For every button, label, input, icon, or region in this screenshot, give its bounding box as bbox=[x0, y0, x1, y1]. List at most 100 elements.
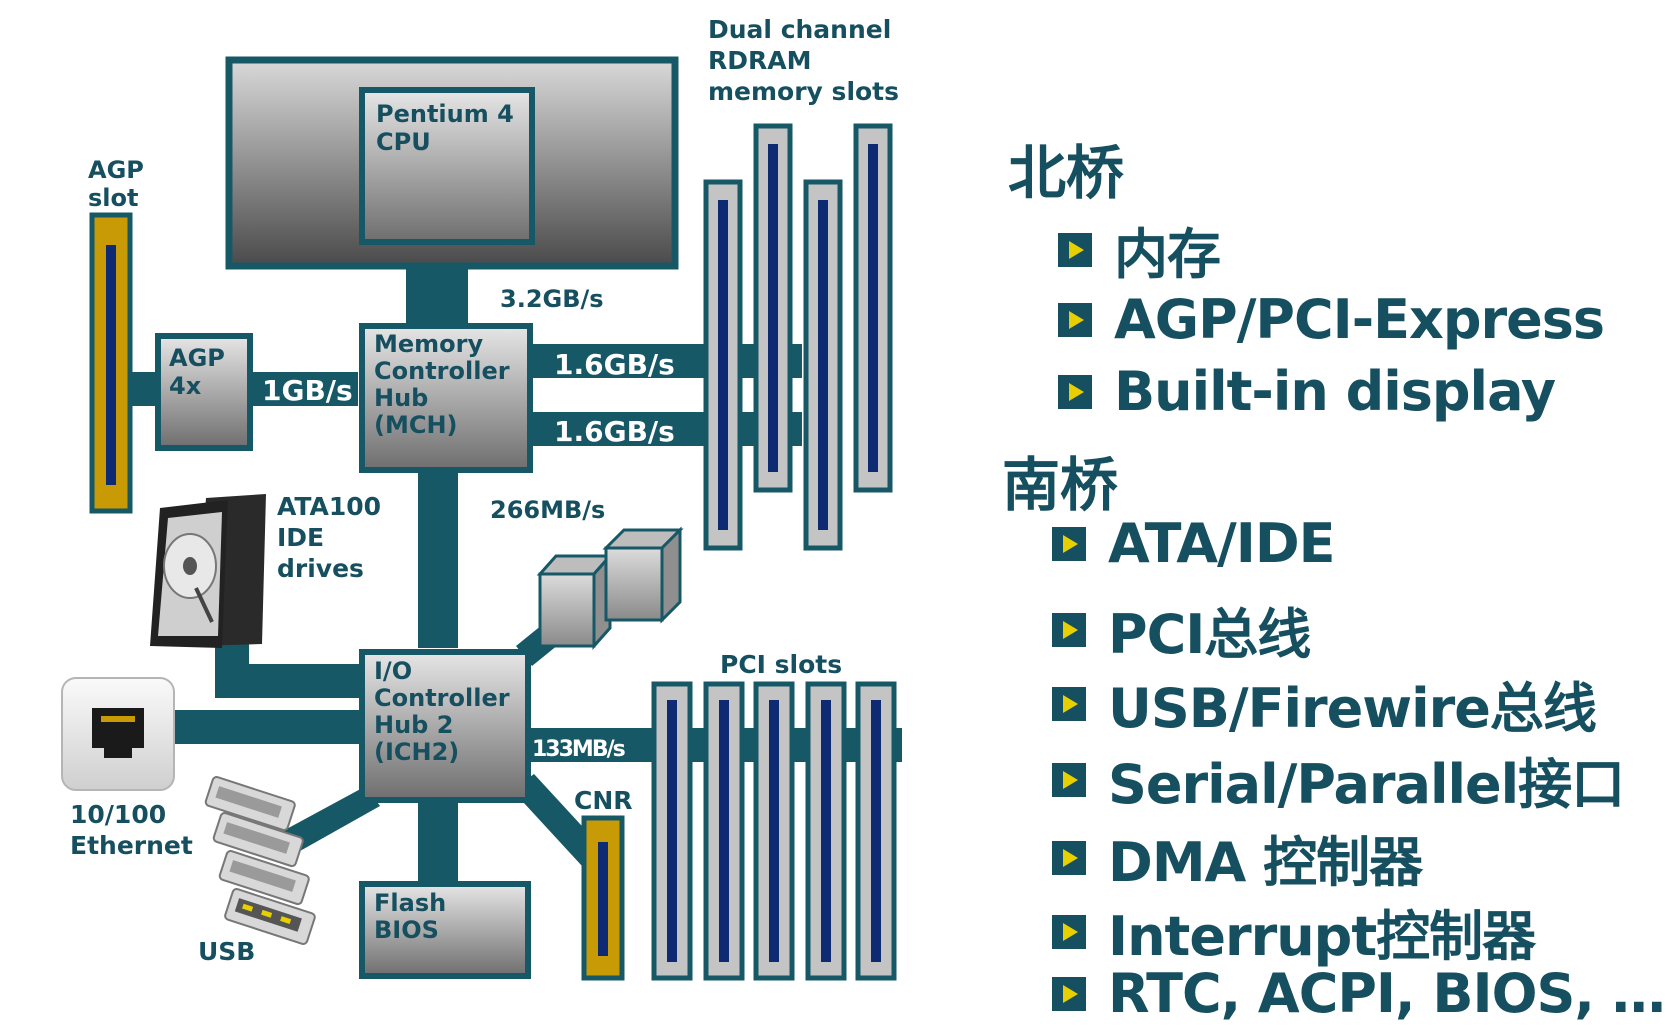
south-bridge-item: ATA/IDE bbox=[1052, 512, 1336, 575]
agp-bandwidth-label: 1GB/s bbox=[262, 374, 353, 407]
memory-slots bbox=[703, 123, 893, 551]
north-bridge-item: 内存 bbox=[1058, 210, 1221, 289]
ide-bus-h bbox=[215, 664, 363, 698]
agp-chip-label: AGP 4x bbox=[169, 344, 233, 400]
south-bridge-heading: 南桥 bbox=[1002, 438, 1118, 522]
pci-slot bbox=[753, 681, 795, 981]
south-bridge-item-text: USB/Firewire总线 bbox=[1108, 677, 1597, 740]
south-bridge-item: RTC, ACPI, BIOS, … bbox=[1052, 962, 1666, 1025]
pci-slots-label: PCI slots bbox=[720, 650, 842, 679]
ich2-label-line: Hub 2 bbox=[374, 711, 453, 739]
agp-slot-label-line: AGP bbox=[88, 156, 144, 184]
cpu-bandwidth-label: 3.2GB/s bbox=[500, 285, 604, 313]
flash-bios-label-line: Flash bbox=[374, 889, 446, 917]
ich2-label-line: Controller bbox=[374, 684, 510, 712]
south-bridge-item-text: DMA 控制器 bbox=[1108, 831, 1423, 894]
pci-slot bbox=[651, 681, 693, 981]
hub-link-bus bbox=[418, 466, 458, 648]
north-bridge-item: AGP/PCI-Express bbox=[1058, 288, 1605, 351]
ich2-label: I/O Controller Hub 2 (ICH2) bbox=[374, 657, 518, 766]
agp-chip-label-line: AGP bbox=[169, 344, 225, 372]
mch-label: Memory Controller Hub (MCH) bbox=[374, 330, 518, 439]
agp-chip-label-line: 4x bbox=[169, 372, 202, 400]
memory-slot bbox=[753, 123, 793, 493]
cnr-bus bbox=[512, 774, 604, 866]
pci-bandwidth-label: 133MB/s bbox=[532, 737, 626, 762]
memory-slot bbox=[703, 179, 743, 551]
usb-connector-icon bbox=[204, 776, 316, 945]
pci-slot bbox=[703, 681, 745, 981]
mch-label-line: (MCH) bbox=[374, 411, 458, 439]
flash-bus bbox=[418, 798, 458, 888]
cpu-mch-bus bbox=[406, 262, 468, 324]
south-bridge-item-text: ATA/IDE bbox=[1108, 512, 1336, 575]
mch-label-line: Hub bbox=[374, 384, 428, 412]
cnr-label: CNR bbox=[574, 786, 633, 815]
arrow-bullet-icon bbox=[1052, 612, 1086, 647]
mch-label-line: Controller bbox=[374, 357, 510, 385]
south-bridge-item-text: PCI总线 bbox=[1108, 603, 1311, 666]
arrow-bullet-icon bbox=[1052, 840, 1086, 875]
flash-bios-label-line: BIOS bbox=[374, 916, 439, 944]
ide-drives-label-line: drives bbox=[277, 554, 364, 583]
ide-drives-label: ATA100 IDE drives bbox=[277, 492, 390, 583]
agp-slot-label-line: slot bbox=[88, 184, 138, 212]
north-bridge-item-text: AGP/PCI-Express bbox=[1114, 288, 1605, 351]
ich2-label-line: I/O bbox=[374, 657, 412, 685]
south-bridge-item: Interrupt控制器 bbox=[1052, 892, 1536, 971]
cpu-label-line: CPU bbox=[376, 128, 431, 156]
arrow-bullet-icon bbox=[1052, 976, 1086, 1011]
agp-4x-chip: AGP 4x bbox=[155, 333, 253, 451]
memory-slots-label-line: memory slots bbox=[708, 77, 899, 106]
cpu-package: Pentium 4 CPU bbox=[225, 56, 679, 270]
arrow-bullet-icon bbox=[1052, 526, 1086, 561]
south-bridge-item-text: Serial/Parallel接口 bbox=[1108, 753, 1625, 816]
hub-bandwidth-label: 266MB/s bbox=[490, 496, 605, 524]
cpu-label-line: Pentium 4 bbox=[376, 100, 514, 128]
pci-slot bbox=[855, 681, 897, 981]
south-bridge-item: PCI总线 bbox=[1052, 590, 1311, 669]
arrow-bullet-icon bbox=[1052, 762, 1086, 797]
cpu-chip bbox=[359, 87, 535, 245]
arrow-bullet-icon bbox=[1052, 914, 1086, 949]
memory-slot bbox=[853, 123, 893, 493]
north-bridge-item-text: Built-in display bbox=[1114, 360, 1556, 423]
arrow-bullet-icon bbox=[1058, 232, 1092, 267]
flash-bios-label: Flash BIOS bbox=[374, 889, 455, 944]
south-bridge-heading-text: 南桥 bbox=[1002, 451, 1119, 519]
usb-label: USB bbox=[198, 937, 255, 966]
south-bridge-item: DMA 控制器 bbox=[1052, 818, 1423, 897]
arrow-bullet-icon bbox=[1052, 686, 1086, 721]
hard-drive-icon bbox=[150, 494, 266, 648]
memory-slot bbox=[803, 179, 843, 551]
south-bridge-item-text: Interrupt控制器 bbox=[1108, 905, 1536, 968]
ethernet-label-line: 10/100 bbox=[70, 800, 166, 829]
cube-icon bbox=[536, 526, 684, 650]
north-bridge-heading: 北桥 bbox=[1008, 126, 1124, 210]
memory-slots-label: Dual channel RDRAM memory slots bbox=[708, 15, 900, 106]
ethernet-bus bbox=[172, 710, 364, 744]
north-bridge-item: Built-in display bbox=[1058, 360, 1556, 423]
arrow-bullet-icon bbox=[1058, 374, 1092, 409]
agp-slot-label: AGP slot bbox=[88, 156, 152, 212]
ich2-chip: I/O Controller Hub 2 (ICH2) bbox=[359, 649, 531, 803]
north-bridge-heading-text: 北桥 bbox=[1008, 139, 1125, 207]
memory-slots-label-line: Dual channel bbox=[708, 15, 891, 44]
ethernet-port-icon bbox=[61, 677, 175, 791]
memory-bandwidth-label-2: 1.6GB/s bbox=[554, 415, 675, 448]
south-bridge-item: Serial/Parallel接口 bbox=[1052, 740, 1625, 819]
ethernet-label-line: Ethernet bbox=[70, 831, 193, 860]
agp-slot bbox=[89, 212, 133, 514]
south-bridge-item: USB/Firewire总线 bbox=[1052, 664, 1597, 743]
agp-mch-bus bbox=[246, 372, 358, 406]
ide-drives-label-line: ATA100 bbox=[277, 492, 381, 521]
mch-label-line: Memory bbox=[374, 330, 483, 358]
south-bridge-item-text: RTC, ACPI, BIOS, … bbox=[1108, 962, 1666, 1025]
memory-bandwidth-label-1: 1.6GB/s bbox=[554, 348, 675, 381]
cnr-slot bbox=[581, 815, 625, 981]
motherboard-block-diagram: Pentium 4 CPU 3.2GB/s AGP slot AGP 4x 1G… bbox=[61, 15, 902, 981]
ide-drives-label-line: IDE bbox=[277, 523, 324, 552]
memory-slots-label-line: RDRAM bbox=[708, 46, 811, 75]
north-bridge-item-text: 内存 bbox=[1114, 223, 1221, 286]
